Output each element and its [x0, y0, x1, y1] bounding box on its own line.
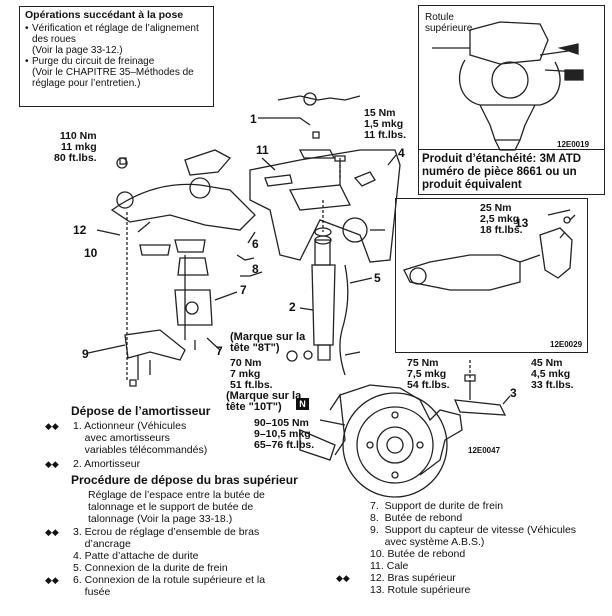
- part-item-text: 9. Support du capteur de vitesse (Véhicu…: [370, 524, 577, 548]
- figure-code-main: 12E0047: [468, 446, 501, 455]
- callout-5: 5: [374, 271, 381, 285]
- callout-12: 12: [73, 223, 87, 237]
- callout-7: 7: [240, 283, 247, 297]
- service-symbol: [336, 524, 370, 548]
- arm-item: ◆◆ 6. Connexion de la rotule supérieure …: [45, 574, 265, 598]
- upper-ball-joint-label: Rotule supérieure: [425, 12, 473, 34]
- arm-item-text: 4. Patte d’attache de durite: [73, 550, 199, 562]
- callout-11: 11: [256, 143, 269, 157]
- sealant-caption: Produit d’étanchéité: 3M ATD numéro de p…: [422, 153, 582, 191]
- service-symbol: [336, 500, 370, 512]
- notes-item: • Vérification et réglage de l’alignemen…: [25, 23, 208, 56]
- upper-arm-intro: Réglage de l’espace entre la butée de ta…: [88, 489, 265, 525]
- callout-3: 3: [510, 386, 517, 400]
- nut-n-icon: N: [296, 398, 309, 410]
- arm-item: 5. Connexion de la durite de frein: [45, 562, 228, 574]
- torque-70nm: 70 Nm 7 mkg 51 ft.lbs.: [230, 357, 273, 391]
- figure-code-inset-mid: 12E0029: [550, 340, 583, 349]
- callout-2: 2: [289, 300, 296, 314]
- nut-n-letter: N: [299, 399, 306, 409]
- service-symbol: [336, 512, 370, 524]
- part-item: 13. Rotule supérieure: [336, 584, 576, 596]
- part-item-text: 10. Butée de rebond: [370, 548, 466, 560]
- upper-arm-removal-title: Procédure de dépose du bras supérieur: [71, 473, 298, 487]
- notes-bullet: •: [25, 23, 29, 34]
- service-symbol: [45, 550, 73, 562]
- service-symbol: [45, 562, 73, 574]
- callout-1: 1: [250, 112, 257, 126]
- inset-top-frame: [418, 5, 605, 195]
- service-symbol: ◆◆: [45, 575, 59, 585]
- callout-6: 6: [252, 237, 259, 251]
- service-symbol: [336, 584, 370, 596]
- part-item: 8. Butée de rebond: [336, 512, 576, 524]
- upper-arm-inset-drawing: [403, 209, 576, 291]
- service-symbol: ◆◆: [45, 421, 59, 431]
- callout-7: 7: [216, 344, 223, 358]
- torque-45nm: 45 Nm 4,5 mkg 33 ft.lbs.: [531, 357, 574, 391]
- figure-code-inset-top: 12E0019: [557, 140, 590, 149]
- post-installation-notes: Opérations succédant à la pose • Vérific…: [19, 6, 214, 107]
- part-item: 7. Support de durite de frein: [336, 500, 576, 512]
- notes-item-text: Vérification et réglage de l’alignement …: [32, 23, 199, 56]
- torque-inset-25nm: 25 Nm 2,5 mkg 18 ft.lbs.: [480, 202, 523, 236]
- bolt-mark-8t: (Marque sur la tête "8T"): [230, 331, 306, 354]
- part-item-text: 13. Rotule supérieure: [370, 584, 471, 596]
- arm-item-text: 6. Connexion de la rotule supérieure et …: [73, 574, 266, 598]
- shock-item: ◆◆ 1. Actionneur (Véhicules avec amortis…: [45, 420, 207, 456]
- part-item: 9. Support du capteur de vitesse (Véhicu…: [336, 524, 576, 548]
- service-symbol: [336, 548, 370, 560]
- shock-item: ◆◆ 2. Amortisseur: [45, 458, 140, 470]
- inset-mid-frame: [395, 198, 588, 353]
- arm-item: ◆◆ 3. Ecrou de réglage d’ensemble de bra…: [45, 526, 259, 550]
- notes-item: • Purge du circuit de freinage (Voir le …: [25, 56, 208, 89]
- torque-75nm: 75 Nm 7,5 mkg 54 ft.lbs.: [407, 357, 450, 391]
- ball-joint-inset-drawing: [432, 21, 584, 151]
- shock-item-text: 2. Amortisseur: [73, 458, 141, 470]
- notes-bullet: •: [25, 56, 29, 67]
- inset-top-caption-divider: [418, 149, 605, 150]
- torque-15nm: 15 Nm 1,5 mkg 11 ft.lbs.: [364, 107, 407, 141]
- arm-item: 4. Patte d’attache de durite: [45, 550, 199, 562]
- bolt-mark-10t: (Marque sur la tête "10T"): [226, 390, 302, 413]
- part-item-text: 7. Support de durite de frein: [370, 500, 504, 512]
- part-item-text: 8. Butée de rebond: [370, 512, 463, 524]
- shock-removal-title: Dépose de l’amortisseur: [71, 404, 211, 418]
- part-item: 11. Cale: [336, 560, 576, 572]
- callout-13: 13: [515, 216, 529, 230]
- part-item-text: 12. Bras supérieur: [370, 572, 456, 584]
- part-item: 10. Butée de rebond: [336, 548, 576, 560]
- torque-110nm: 110 Nm 11 mkg 80 ft.lbs.: [54, 130, 97, 164]
- service-symbol: ◆◆: [336, 573, 350, 583]
- torque-90-105nm: 90–105 Nm 9–10,5 mkg 65–76 ft.lbs.: [254, 417, 315, 451]
- parts-list-right: 7. Support de durite de frein 8. Butée d…: [336, 500, 576, 596]
- notes-title: Opérations succédant à la pose: [25, 9, 184, 21]
- notes-item-text: Purge du circuit de freinage (Voir le CH…: [32, 56, 194, 89]
- service-symbol: ◆◆: [45, 527, 59, 537]
- callout-9: 9: [82, 347, 89, 361]
- callout-4: 4: [398, 146, 405, 160]
- shock-item-text: 1. Actionneur (Véhicules avec amortisseu…: [73, 420, 208, 456]
- arm-item-text: 5. Connexion de la durite de frein: [73, 562, 228, 574]
- arm-item-text: 3. Ecrou de réglage d’ensemble de bras d…: [73, 526, 260, 550]
- part-item-text: 11. Cale: [370, 560, 409, 572]
- service-symbol: ◆◆: [45, 459, 59, 469]
- callout-10: 10: [84, 246, 98, 260]
- part-item: ◆◆ 12. Bras supérieur: [336, 572, 576, 584]
- callout-8: 8: [252, 262, 259, 276]
- service-symbol: [336, 560, 370, 572]
